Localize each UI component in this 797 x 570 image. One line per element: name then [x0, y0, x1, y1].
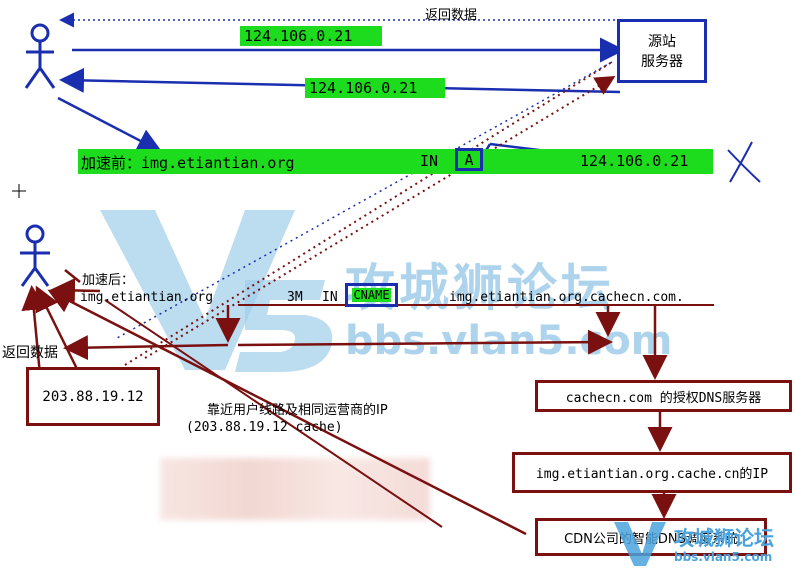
cache-node-ip: 203.88.19.12: [42, 388, 144, 405]
small-watermark-logo: [614, 522, 666, 566]
after-target: img.etiantian.org.cachecn.com.: [449, 290, 684, 305]
cache-ip-label: img.etiantian.org.cache.cn的IP: [535, 467, 769, 482]
after-ttl: 3M: [287, 290, 303, 305]
after-cname-box: CNAME: [345, 283, 398, 307]
near-user-note-2: (203.88.19.12 cache): [186, 420, 343, 435]
before-record-label: A: [464, 151, 474, 169]
user-figure-top: [24, 23, 56, 89]
watermark-logo: [100, 210, 333, 372]
origin-server-line1: 源站: [648, 34, 676, 50]
after-domain: img.etiantian.org: [80, 290, 214, 305]
cache-ip-box: img.etiantian.org.cache.cn的IP: [512, 452, 792, 493]
auth-dns-label: cachecn.com 的授权DNS服务器: [565, 390, 762, 406]
before-label: 加速前：img.etiantian.org: [81, 154, 295, 172]
after-cname-label: CNAME: [352, 288, 391, 302]
auth-dns-box: cachecn.com 的授权DNS服务器: [535, 380, 792, 412]
blocked-x-icon: [727, 141, 761, 183]
before-in: IN: [420, 152, 439, 170]
small-watermark: 攻城狮论坛 bbs.vlan5.com: [612, 518, 797, 568]
before-ip: 124.106.0.21: [580, 152, 689, 170]
origin-server-box: 源站 服务器: [617, 19, 707, 83]
origin-server-line2: 服务器: [641, 54, 683, 70]
small-watermark-url: bbs.vlan5.com: [674, 550, 773, 564]
before-record-type: A: [455, 148, 483, 171]
crosshair-icon: [12, 184, 26, 198]
before-acceleration-bar: 加速前：img.etiantian.org IN A 124.106.0.21: [78, 148, 713, 174]
after-in: IN: [322, 290, 338, 305]
return-data-top-label: 返回数据: [425, 8, 478, 23]
after-label: 加速后：: [82, 273, 135, 288]
user-figure-bottom: [20, 224, 50, 287]
near-user-note: 靠近用户线路及相同运营商的IP: [207, 403, 388, 418]
return-data-left-label: 返回数据: [2, 345, 58, 361]
ip-label-2: 124.106.0.21: [305, 78, 445, 98]
cache-node-box: 203.88.19.12: [26, 367, 160, 426]
ip-label-1: 124.106.0.21: [240, 26, 382, 46]
small-watermark-text: 攻城狮论坛: [674, 526, 774, 550]
